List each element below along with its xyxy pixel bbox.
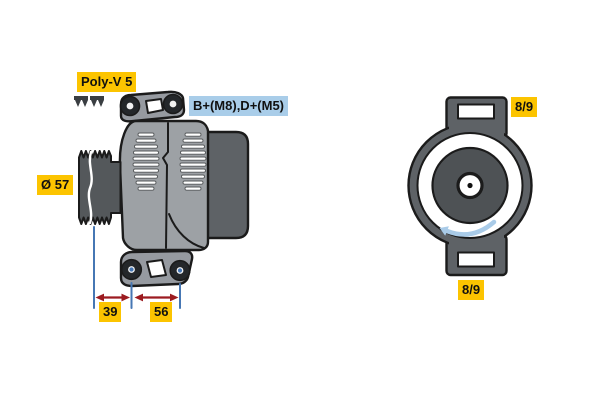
pulley bbox=[78, 150, 122, 225]
counterclockwise-arrow-icon bbox=[439, 219, 497, 237]
rear-bottom-tab-slot bbox=[457, 251, 495, 268]
poly-v-belt-profile-icon bbox=[74, 96, 104, 107]
top-mounting-eye-rear-hole bbox=[169, 100, 177, 108]
top-mounting-eye-front-hole bbox=[126, 102, 134, 110]
shaft-center-dot bbox=[467, 182, 473, 189]
pulley-diameter-label: Ø 57 bbox=[37, 175, 74, 195]
belt-type-label: Poly-V 5 bbox=[77, 72, 137, 92]
top-bracket-cutout bbox=[145, 98, 164, 114]
pulley-break-line bbox=[87, 150, 93, 225]
bottom-bracket-cutout bbox=[146, 259, 167, 278]
dimension-point-rear-eye bbox=[177, 268, 183, 273]
ratio-label-bottom: 8/9 bbox=[458, 280, 485, 300]
housing-seam bbox=[162, 122, 169, 249]
vent-slats-left bbox=[132, 132, 160, 191]
dimension-point-front-eye bbox=[129, 267, 134, 272]
terminals-label: B+(M8),D+(M5) bbox=[189, 96, 289, 116]
side-view bbox=[74, 90, 250, 309]
dimension-39-label: 39 bbox=[99, 302, 122, 322]
ratio-label-top: 8/9 bbox=[511, 97, 538, 117]
rear-cover-block bbox=[202, 130, 250, 240]
dimension-56-label: 56 bbox=[150, 302, 173, 322]
dimension-arrows bbox=[95, 293, 179, 302]
housing-bottom-seam bbox=[168, 213, 205, 249]
rear-view bbox=[407, 96, 533, 277]
dimension-lines bbox=[93, 226, 181, 309]
vent-slats-right bbox=[179, 132, 207, 191]
rear-top-tab-slot bbox=[457, 103, 495, 120]
